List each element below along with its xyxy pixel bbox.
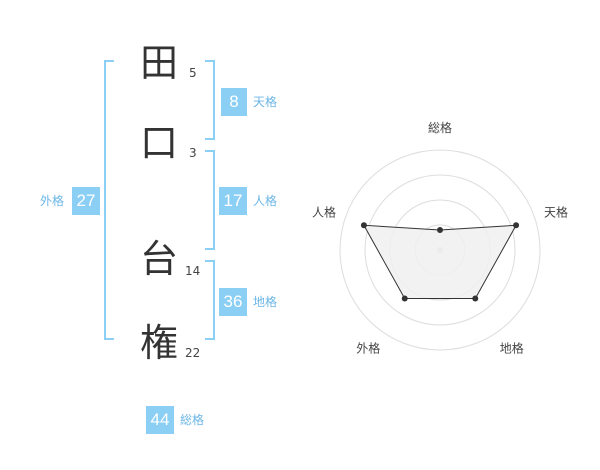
radar-axis-label-1: 総格 <box>428 120 452 135</box>
stroke-count-1: 5 <box>189 66 197 80</box>
radar-axis-label-2: 天格 <box>544 204 568 219</box>
radar-axis-label-5: 人格 <box>312 204 336 219</box>
radar-point-3 <box>472 295 479 302</box>
chikaku-label: 地格 <box>253 295 278 309</box>
radar-ring-3 <box>364 174 516 326</box>
tenkaku-badge: 8 <box>221 88 247 116</box>
radar-point-1 <box>437 227 443 233</box>
stroke-count-2: 3 <box>189 146 197 160</box>
gaikaku-bracket <box>104 60 114 340</box>
chikaku-bracket <box>205 260 215 340</box>
tenkaku-bracket <box>205 60 215 140</box>
stroke-count-3: 14 <box>185 264 201 278</box>
radar-series-polygon <box>363 224 517 299</box>
gaikaku-badge: 27 <box>72 187 100 215</box>
chikaku-badge: 36 <box>219 288 247 316</box>
character-2: 口 <box>139 121 178 165</box>
radar-ring-4 <box>339 149 541 351</box>
radar-point-2 <box>513 222 520 229</box>
character-1: 田 <box>139 41 178 85</box>
soukaku-label: 総格 <box>180 413 205 427</box>
jinkaku-badge: 17 <box>219 187 247 215</box>
radar-axis-label-4: 外格 <box>356 341 380 356</box>
jinkaku-label: 人格 <box>253 194 278 208</box>
soukaku-badge: 44 <box>146 406 174 434</box>
character-4: 権 <box>139 321 178 365</box>
stroke-count-4: 22 <box>185 346 201 360</box>
radar-point-4 <box>401 295 408 302</box>
gaikaku-label: 外格 <box>40 194 65 208</box>
radar-point-5 <box>360 222 367 229</box>
jinkaku-bracket <box>205 150 215 250</box>
radar-axis-label-3: 地格 <box>500 341 524 356</box>
tenkaku-label: 天格 <box>253 95 278 109</box>
character-3: 台 <box>139 237 178 281</box>
